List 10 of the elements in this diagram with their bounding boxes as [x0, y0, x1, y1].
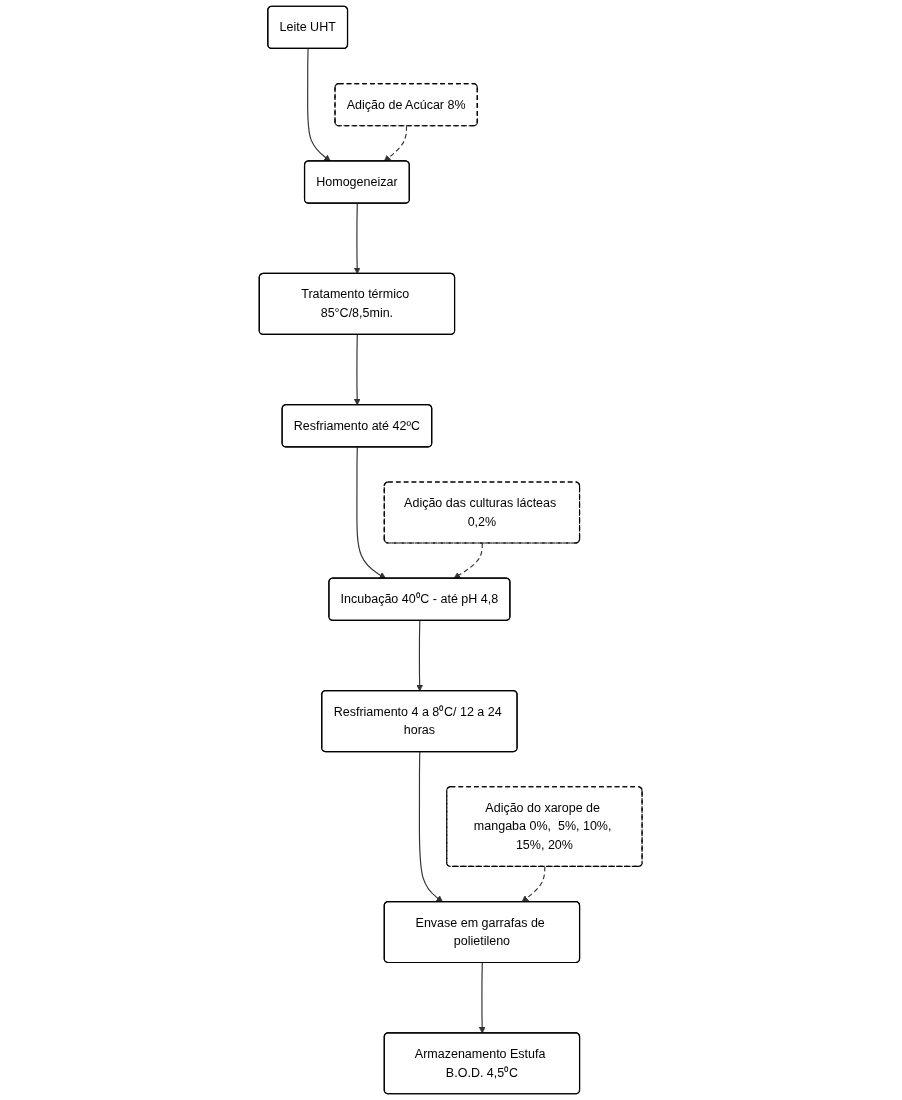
arrow: [521, 866, 546, 903]
arrow: [356, 446, 387, 579]
arrow: [354, 334, 361, 406]
arrow: [419, 751, 444, 903]
arrow: [354, 202, 361, 275]
arrow: [453, 542, 484, 579]
arrow: [416, 620, 424, 692]
arrow: [307, 48, 332, 162]
arrow: [384, 125, 408, 162]
arrow: [479, 962, 486, 1034]
